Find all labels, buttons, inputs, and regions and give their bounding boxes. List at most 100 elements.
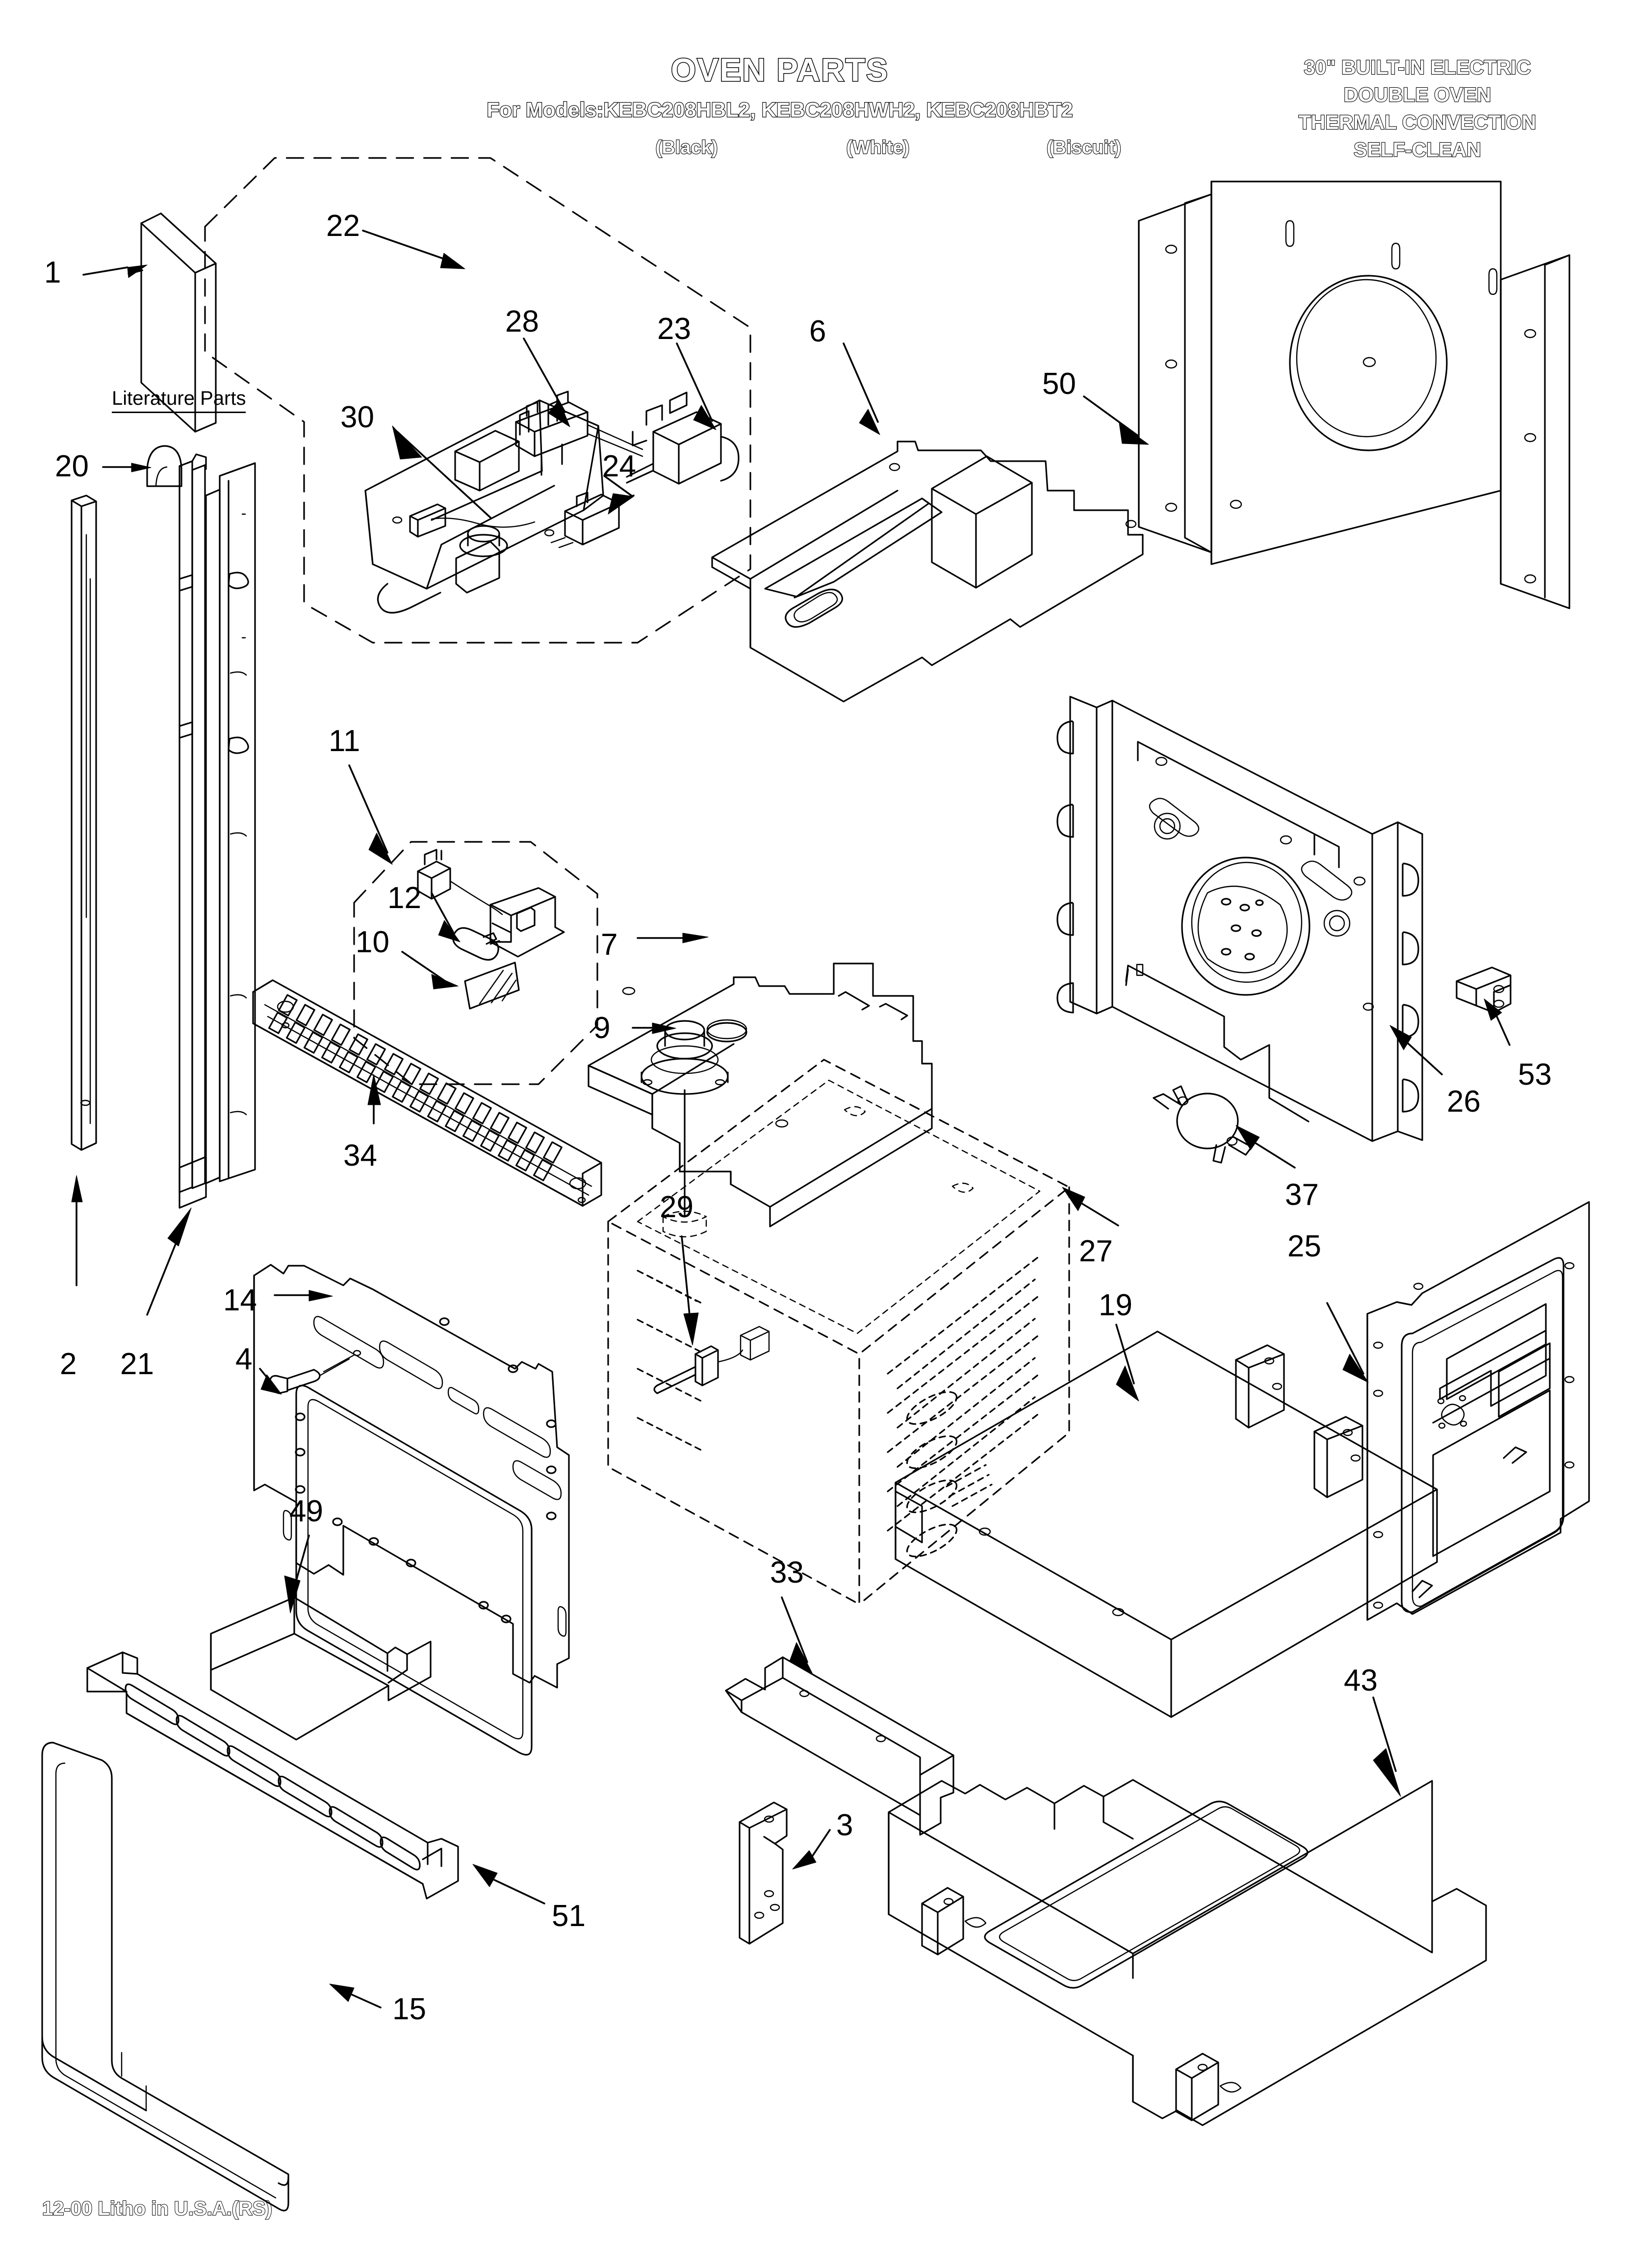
part-7-panel-plate xyxy=(589,964,932,1226)
part-23-timer xyxy=(627,392,739,484)
part-43-base-pan xyxy=(889,1780,1486,2125)
callout-14: 14 xyxy=(223,1283,257,1317)
part-9-fan-motor xyxy=(641,1021,728,1237)
part-1-literature xyxy=(141,213,216,432)
callout-43: 43 xyxy=(1344,1664,1378,1697)
leader-22 xyxy=(363,231,465,269)
callout-21: 21 xyxy=(120,1347,154,1381)
leader-1 xyxy=(83,265,147,278)
part-51-lower-rail xyxy=(87,1652,458,1899)
part-6-bottom-shield xyxy=(712,442,1143,702)
callout-3: 3 xyxy=(836,1808,853,1842)
part-4-screw xyxy=(270,1351,360,1393)
callout-9: 9 xyxy=(593,1011,611,1045)
leader-28 xyxy=(524,339,570,427)
page-title: OVEN PARTS xyxy=(670,51,889,89)
callout-2: 2 xyxy=(60,1347,77,1381)
callout-1: 1 xyxy=(44,256,61,289)
part-20-endcap xyxy=(147,446,181,486)
callout-27: 27 xyxy=(1079,1234,1113,1268)
callout-12: 12 xyxy=(387,881,421,915)
callout-50: 50 xyxy=(1042,367,1076,401)
leader-29 xyxy=(682,1236,698,1345)
leader-21 xyxy=(147,1208,191,1315)
leader-2 xyxy=(72,1175,82,1285)
part-2-trim-strip xyxy=(72,495,96,1150)
part-14-front-frame xyxy=(254,1265,569,1755)
part-25-door-liner xyxy=(1367,1202,1589,1620)
callout-6: 6 xyxy=(809,314,826,348)
callout-26: 26 xyxy=(1447,1085,1481,1119)
part-27-oven-cavity xyxy=(608,1060,1069,1604)
part-53-clip xyxy=(1457,967,1511,1013)
callout-20: 20 xyxy=(55,449,89,483)
leader-24 xyxy=(604,476,634,514)
part-15-door-gasket xyxy=(42,1743,288,2211)
leader-10 xyxy=(402,952,458,989)
leader-7 xyxy=(638,933,708,943)
part-21-side-rail xyxy=(180,454,255,1208)
spec-line-4: SELF-CLEAN xyxy=(1353,138,1482,161)
leader-15 xyxy=(330,1984,381,2007)
callout-7: 7 xyxy=(601,928,618,962)
leader-49 xyxy=(284,1536,309,1613)
leader-4 xyxy=(260,1369,282,1394)
leader-12 xyxy=(432,893,460,942)
color-black-label: (Black) xyxy=(655,137,718,158)
literature-parts-label: Literature Parts xyxy=(112,388,246,413)
part-34-vent-trim xyxy=(253,980,601,1206)
leader-43 xyxy=(1373,1697,1401,1797)
leader-26 xyxy=(1390,1025,1442,1074)
leader-23 xyxy=(677,343,716,430)
leader-33 xyxy=(782,1597,812,1673)
callout-37: 37 xyxy=(1285,1178,1319,1212)
spec-line-2: DOUBLE OVEN xyxy=(1343,83,1492,106)
part-30-control-bracket xyxy=(365,400,603,613)
leader-20 xyxy=(103,463,151,472)
callout-28: 28 xyxy=(505,305,539,339)
leader-6 xyxy=(844,343,880,435)
part-10-lens xyxy=(465,963,519,1009)
part-19-shelf xyxy=(896,1331,1437,1717)
group-box-11 xyxy=(354,842,597,1084)
leader-30 xyxy=(392,426,490,518)
callout-49: 49 xyxy=(289,1494,323,1528)
footer-litho-note: 12-00 Litho in U.S.A.(RS) xyxy=(42,2197,273,2220)
leader-51 xyxy=(473,1864,544,1903)
callout-11: 11 xyxy=(329,724,360,758)
callout-33: 33 xyxy=(770,1556,804,1590)
callout-34: 34 xyxy=(343,1139,377,1173)
leader-53 xyxy=(1484,999,1510,1045)
callout-22: 22 xyxy=(326,209,360,243)
part-11-lamp-assembly xyxy=(418,850,564,957)
callout-30: 30 xyxy=(340,400,374,434)
callout-23: 23 xyxy=(657,312,691,346)
part-26-blower-panel xyxy=(1057,697,1422,1141)
callout-10: 10 xyxy=(356,925,389,959)
part-28-switch xyxy=(516,391,642,456)
leader-19 xyxy=(1116,1325,1139,1401)
callout-15: 15 xyxy=(392,1992,426,2026)
callout-4: 4 xyxy=(235,1342,253,1376)
part-49-filler-rail xyxy=(211,1597,431,1740)
spec-line-3: THERMAL CONVECTION xyxy=(1298,110,1537,134)
callout-24: 24 xyxy=(602,449,636,483)
models-line: For Models:KEBC208HBL2, KEBC208HWH2, KEB… xyxy=(486,98,1073,122)
callout-25: 25 xyxy=(1287,1229,1321,1263)
leader-11 xyxy=(349,765,392,864)
part-50-rear-panel xyxy=(1139,182,1569,608)
leader-37 xyxy=(1236,1125,1295,1168)
group-box-22 xyxy=(205,158,750,643)
leader-50 xyxy=(1084,396,1149,444)
part-33-side-rail xyxy=(726,1657,953,1835)
leader-25 xyxy=(1327,1303,1368,1382)
spec-line-1: 30" BUILT-IN ELECTRIC xyxy=(1303,55,1531,79)
leader-27 xyxy=(1062,1187,1118,1225)
leader-3 xyxy=(793,1830,830,1869)
color-biscuit-label: (Biscuit) xyxy=(1046,137,1122,158)
color-white-label: (White) xyxy=(846,137,910,158)
leader-14 xyxy=(275,1290,333,1301)
callout-51: 51 xyxy=(552,1899,586,1933)
